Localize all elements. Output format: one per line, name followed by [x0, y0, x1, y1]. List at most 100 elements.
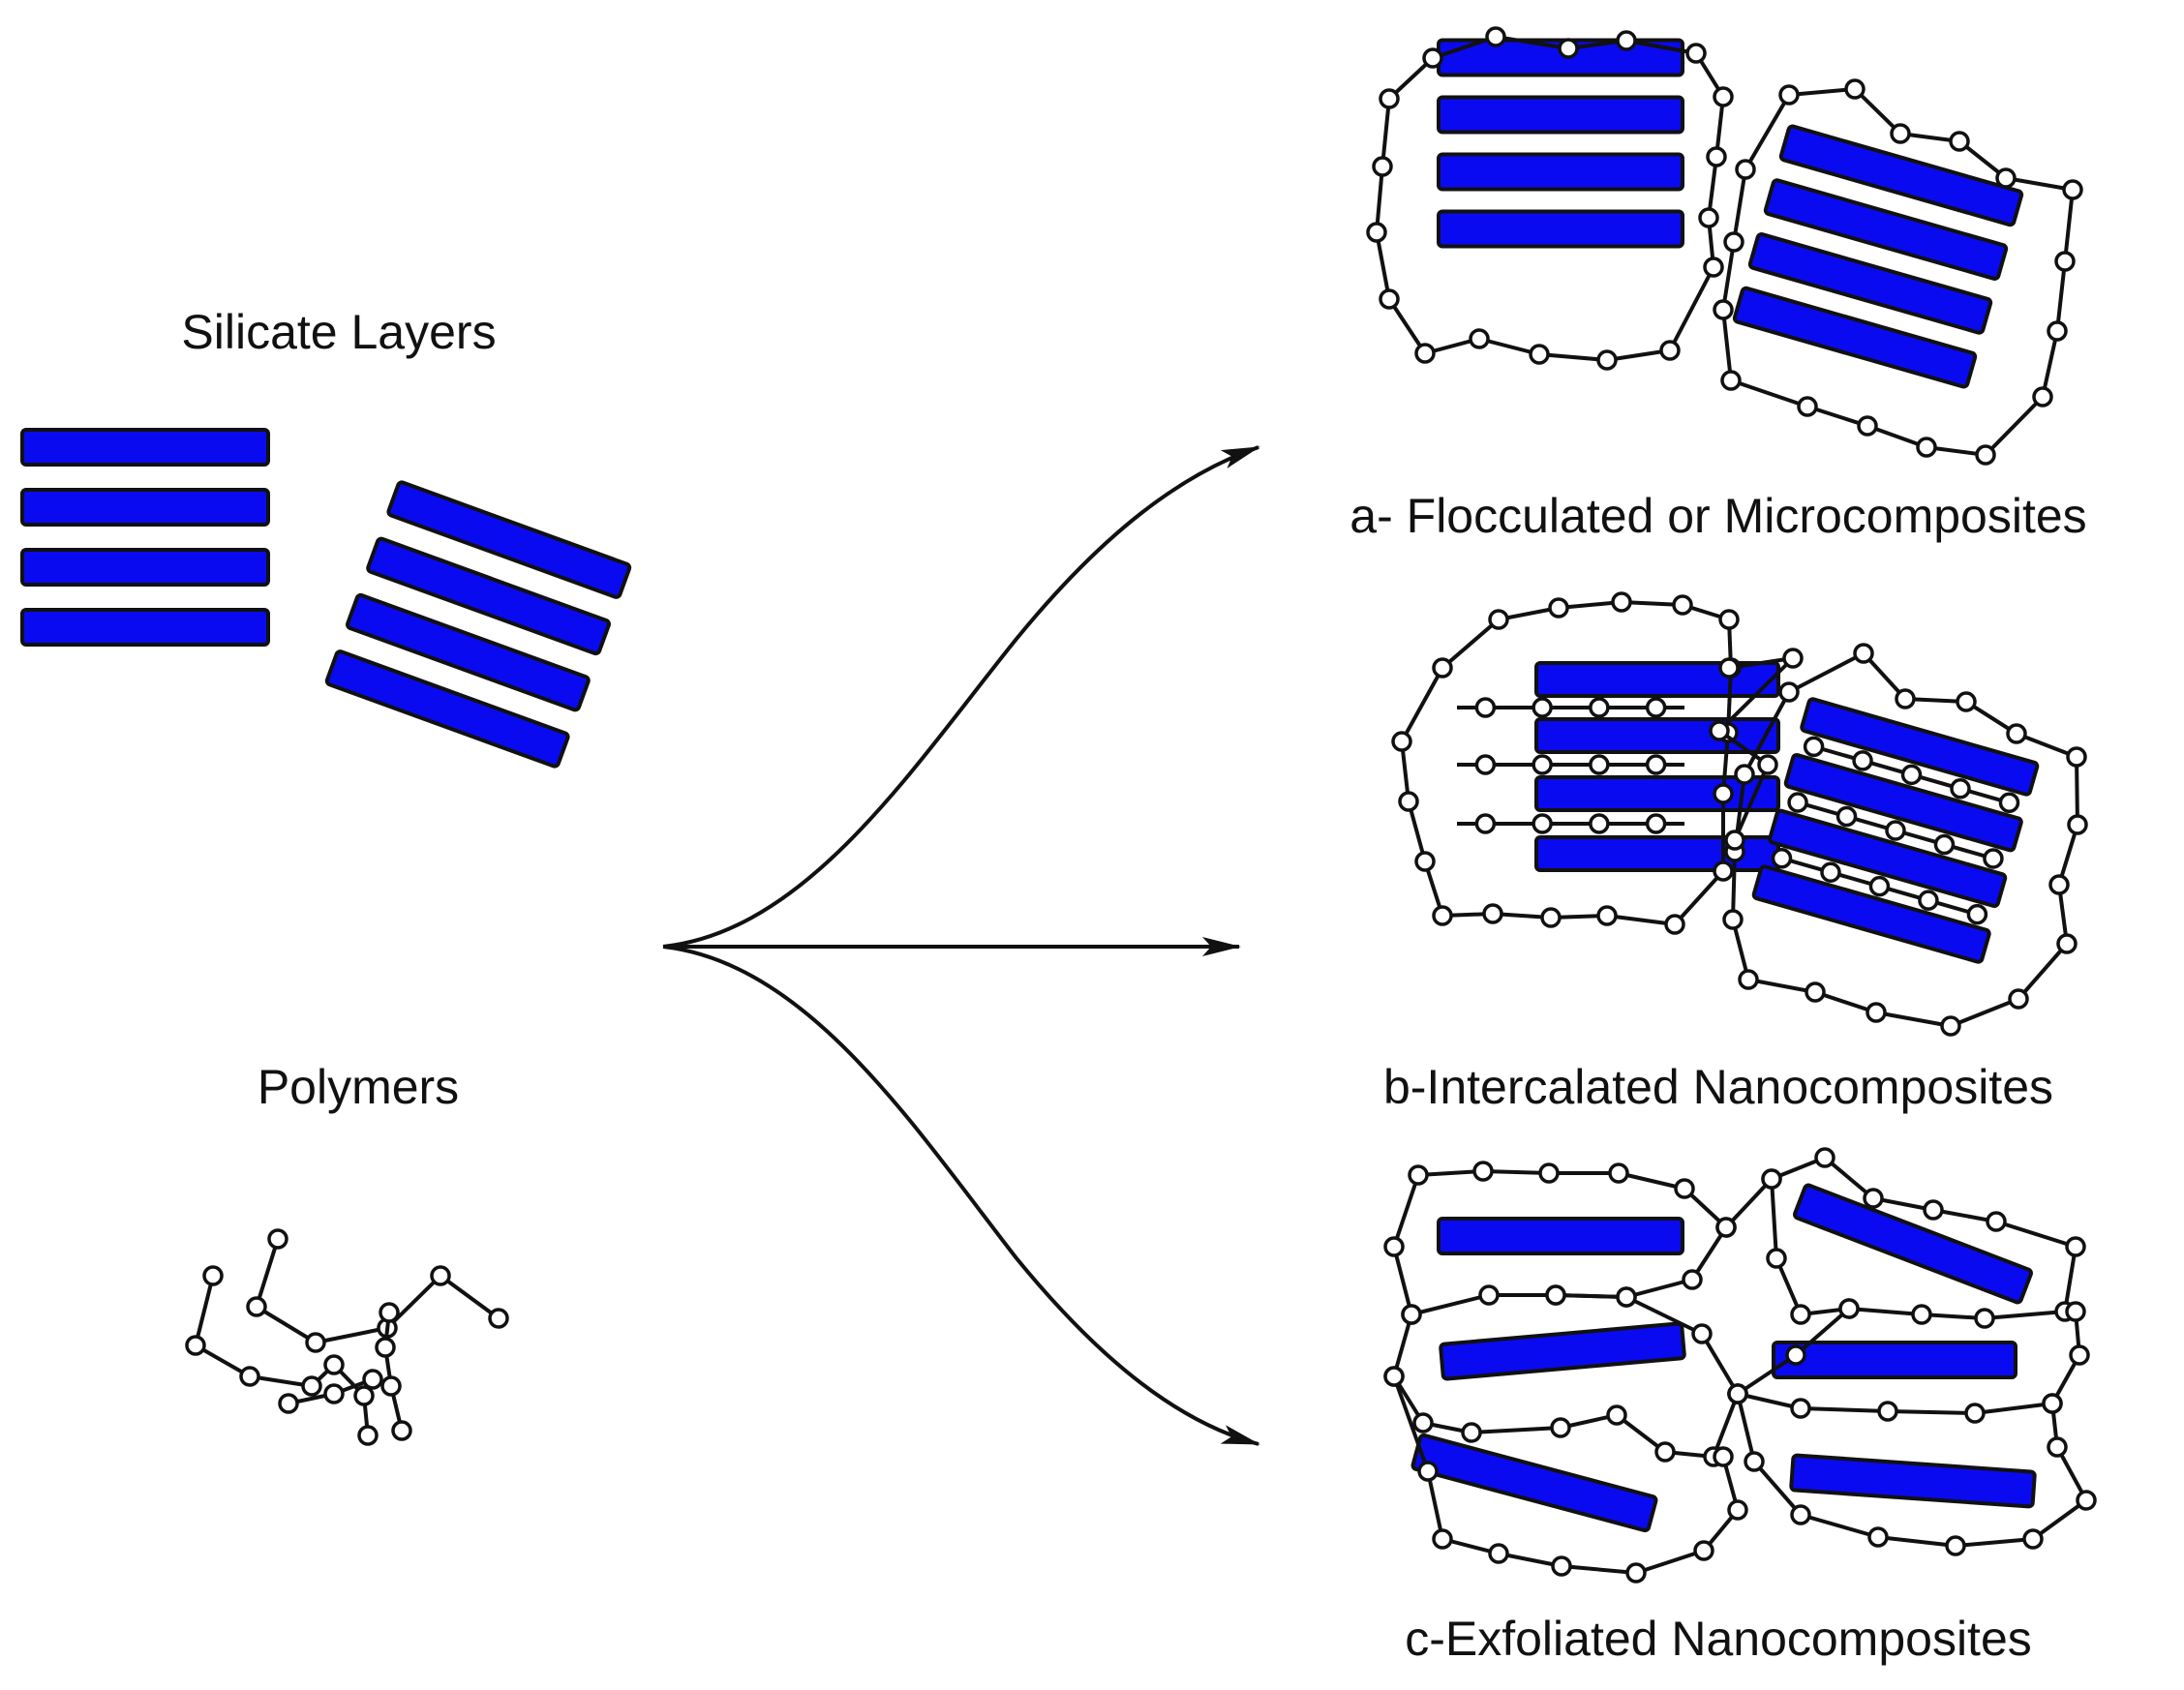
monomer-bead	[1877, 1401, 1898, 1422]
monomer-bead	[305, 1332, 326, 1353]
monomer-bead	[353, 1385, 375, 1406]
monomer-bead	[2047, 1436, 2068, 1458]
monomer-bead	[1685, 43, 1707, 64]
monomer-bead	[1682, 1269, 1703, 1290]
monomer-bead	[1805, 981, 1826, 1003]
monomer-bead	[1422, 47, 1443, 69]
silicate-layer	[20, 608, 270, 647]
monomer-bead	[1703, 257, 1724, 278]
monomer-bead	[246, 1296, 267, 1317]
silicate-layer	[1763, 178, 2009, 281]
monomer-bead	[2022, 1528, 2044, 1550]
reaction-arrows	[662, 445, 1260, 1446]
monomer-bead	[1589, 754, 1610, 775]
silicate-layer	[20, 428, 270, 467]
monomer-bead	[2008, 988, 2029, 1010]
monomer-bead	[1940, 1015, 1961, 1037]
monomer-bead	[379, 1302, 400, 1323]
monomer-bead	[1379, 88, 1400, 109]
monomer-bead	[1853, 643, 1874, 664]
monomer-bead	[1474, 754, 1497, 775]
monomer-bead	[1532, 754, 1553, 775]
monomer-bead	[1757, 754, 1778, 775]
monomer-bead	[1720, 370, 1742, 391]
monomer-bead	[1550, 1417, 1571, 1438]
monomer-bead	[1391, 731, 1412, 752]
silicate-layer	[1751, 864, 1991, 964]
monomer-bead	[2054, 251, 2076, 272]
monomer-bead	[1723, 231, 1744, 253]
monomer-bead	[2065, 1301, 2086, 1322]
monomer-bead	[1738, 969, 1759, 990]
monomer-bead	[1867, 1526, 1889, 1548]
monomer-bead	[323, 1383, 345, 1404]
monomer-bead	[1589, 697, 1610, 718]
monomer-bead	[1835, 805, 1858, 828]
monomer-bead	[1778, 681, 1800, 703]
silicate-layer	[1789, 1453, 2037, 1509]
monomer-bead	[278, 1393, 299, 1414]
monomer-bead	[1964, 1403, 1986, 1424]
monomer-bead	[2032, 386, 2053, 407]
monomer-bead	[1659, 340, 1681, 361]
monomer-bead	[1727, 1383, 1748, 1404]
polymer-chain	[1724, 1177, 1774, 1229]
monomer-bead	[1734, 764, 1755, 785]
silicate-layer	[1783, 753, 2023, 853]
monomer-bead	[1727, 1499, 1748, 1521]
monomer-bead	[488, 1308, 509, 1329]
monomer-bead	[1645, 813, 1667, 834]
monomer-bead	[2006, 723, 2027, 744]
monomer-bead	[1432, 905, 1453, 926]
monomer-bead	[1472, 1161, 1494, 1182]
monomer-bead	[1983, 848, 2004, 869]
monomer-bead	[1803, 736, 1825, 758]
monomer-bead	[430, 1265, 451, 1286]
monomer-bead	[1766, 1248, 1787, 1269]
monomer-bead	[202, 1265, 224, 1286]
monomer-bead	[1868, 875, 1891, 897]
monomer-bead	[1885, 820, 1906, 841]
monomer-bead	[1713, 1446, 1734, 1467]
monomer-bead	[1744, 1451, 1765, 1472]
monomer-bead	[1820, 861, 1841, 883]
silicate-layer	[1437, 209, 1684, 249]
silicate-layer	[386, 480, 632, 599]
monomer-bead	[2062, 179, 2083, 200]
monomer-bead	[1469, 328, 1490, 349]
monomer-bead	[1488, 609, 1509, 630]
monomer-bead	[1540, 907, 1562, 928]
intercalated-label: b-Intercalated Nanocomposites	[1383, 1060, 2053, 1114]
monomer-bead	[2065, 1236, 2086, 1257]
monomer-bead	[1698, 207, 1719, 228]
silicate-layer	[1747, 232, 1993, 335]
monomer-bead	[2076, 1490, 2097, 1511]
monomer-bead	[1625, 1562, 1647, 1584]
monomer-bead	[1611, 591, 1632, 613]
monomer-bead	[1713, 299, 1734, 320]
monomer-bead	[1529, 344, 1550, 365]
monomer-bead	[1713, 86, 1734, 107]
monomer-bead	[1664, 914, 1685, 935]
monomer-bead	[362, 1369, 383, 1390]
silicate-layer	[1439, 1321, 1686, 1381]
monomer-bead	[1485, 26, 1506, 47]
monomer-bead	[2067, 814, 2088, 835]
monomer-bead	[1532, 813, 1553, 834]
monomer-bead	[1366, 222, 1387, 243]
silicate-layer	[1800, 697, 2040, 797]
monomer-bead	[1432, 657, 1453, 679]
polymer-chain-group	[185, 1228, 509, 1446]
monomer-bead	[1461, 1422, 1482, 1443]
monomer-bead	[1417, 1461, 1439, 1482]
monomer-bead	[1718, 609, 1740, 630]
monomer-bead	[2069, 1344, 2090, 1366]
monomer-bead	[1645, 754, 1667, 775]
monomer-bead	[2066, 746, 2087, 768]
polymer-chain	[255, 1238, 500, 1344]
exfoliated-structure	[1383, 1147, 2097, 1584]
monomer-bead	[267, 1228, 288, 1250]
monomer-bead	[1548, 597, 1569, 619]
polymers-label: Polymers	[258, 1060, 459, 1114]
silicate-layer	[1793, 1183, 2033, 1305]
